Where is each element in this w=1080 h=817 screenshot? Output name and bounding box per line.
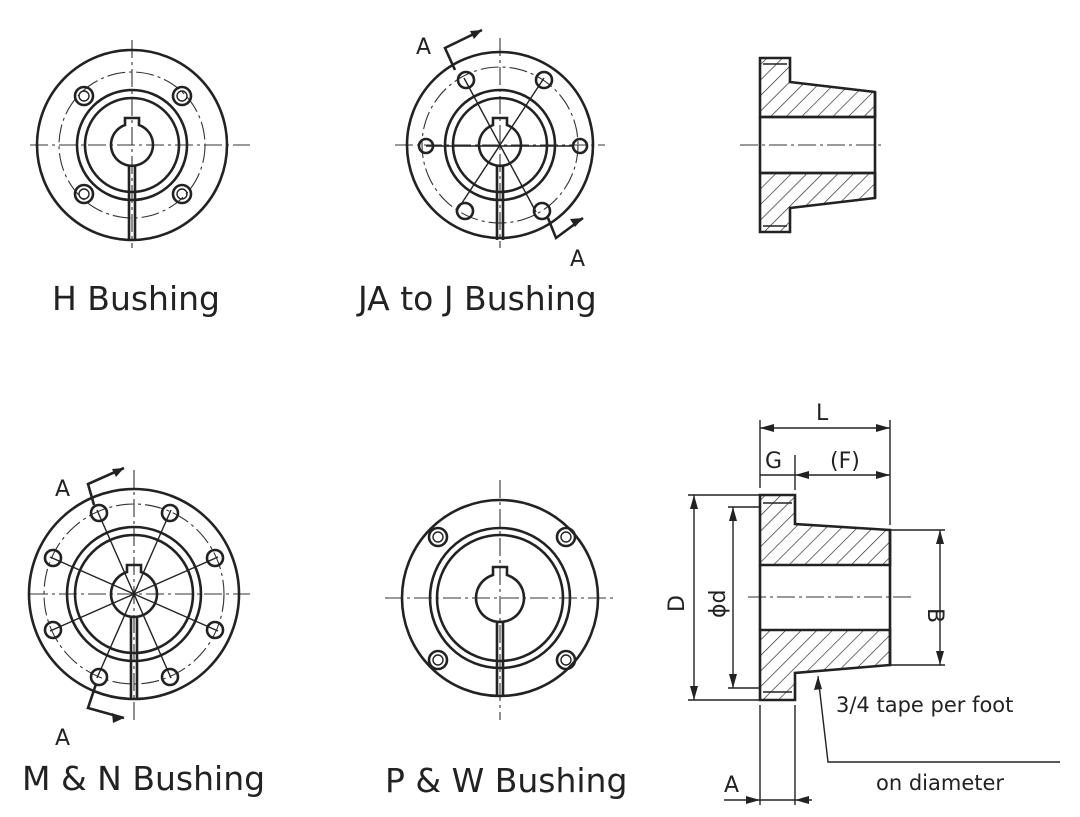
dim-taper-length-label: (F) — [830, 449, 860, 474]
mn-barrel-outer — [65, 525, 203, 663]
dim-section-lower — [758, 628, 892, 702]
taper-note-line2: on diameter — [876, 771, 1004, 795]
pw-bolt-holes — [427, 526, 577, 671]
taper-note-leader — [817, 675, 1060, 763]
mn-section-marker-top — [86, 466, 125, 506]
ja-outer-flange — [405, 50, 595, 240]
mn-bore-keyway — [109, 563, 159, 619]
mn-bushing-caption: M & N Bushing — [22, 759, 265, 798]
mn-section-label-bottom: A — [55, 726, 70, 751]
dimensioned-section-view: L G (F) D ϕd B A — [665, 401, 1060, 805]
h-bolt-holes — [73, 85, 193, 205]
dim-bore-label: ϕd — [706, 590, 731, 618]
dim-length-label: L — [816, 401, 829, 426]
mn-section-marker-bottom — [86, 683, 125, 723]
ja-barrel-outer — [443, 88, 557, 202]
pw-bushing-caption: P & W Bushing — [385, 761, 627, 800]
ja-bolt-holes — [417, 70, 589, 221]
dim-flange-label: G — [765, 449, 782, 474]
pw-bore-keyway — [474, 565, 526, 624]
ja-section-label-bottom: A — [570, 247, 585, 272]
top-section-upper — [758, 56, 877, 119]
dim-flange-offset-label: A — [724, 773, 739, 798]
taper-note-line1: 3/4 tape per foot — [836, 693, 1013, 717]
mn-outer-flange — [27, 487, 241, 701]
ja-bore-keyway — [477, 116, 523, 168]
ja-bushing-front-view: A A JA to J Bushing — [356, 28, 605, 318]
mn-bolt-circle — [43, 503, 225, 685]
dim-taper-diameter-label: B — [922, 608, 947, 623]
ja-section-marker-top — [443, 28, 483, 71]
pw-outer-flange — [400, 498, 600, 698]
dim-outer-diameter-label: D — [665, 595, 690, 612]
ja-bolt-circle — [421, 66, 579, 224]
dim-section-upper — [758, 493, 892, 567]
mn-radial-lines — [49, 509, 219, 679]
ja-radial-lines — [426, 77, 574, 213]
mn-bolt-holes — [43, 503, 225, 687]
h-barrel-inner — [83, 96, 181, 194]
ja-section-marker-bottom — [546, 216, 584, 241]
h-barrel-outer — [75, 88, 189, 202]
mn-bushing-front-view: A A M & N Bushing — [22, 466, 265, 798]
pw-bushing-front-view: P & W Bushing — [385, 480, 627, 800]
ja-section-label-top: A — [416, 35, 431, 60]
ja-bushing-caption: JA to J Bushing — [356, 279, 597, 318]
top-section-lower — [758, 171, 877, 234]
top-section-view — [740, 56, 885, 234]
pw-barrel-outer — [428, 526, 572, 670]
h-bolt-circle — [58, 71, 206, 219]
h-bore-keyway — [109, 116, 155, 168]
h-outer-flange — [35, 48, 229, 242]
mn-section-label-top: A — [55, 477, 70, 502]
h-bushing-front-view: H Bushing — [30, 40, 250, 318]
h-bushing-caption: H Bushing — [52, 279, 220, 318]
